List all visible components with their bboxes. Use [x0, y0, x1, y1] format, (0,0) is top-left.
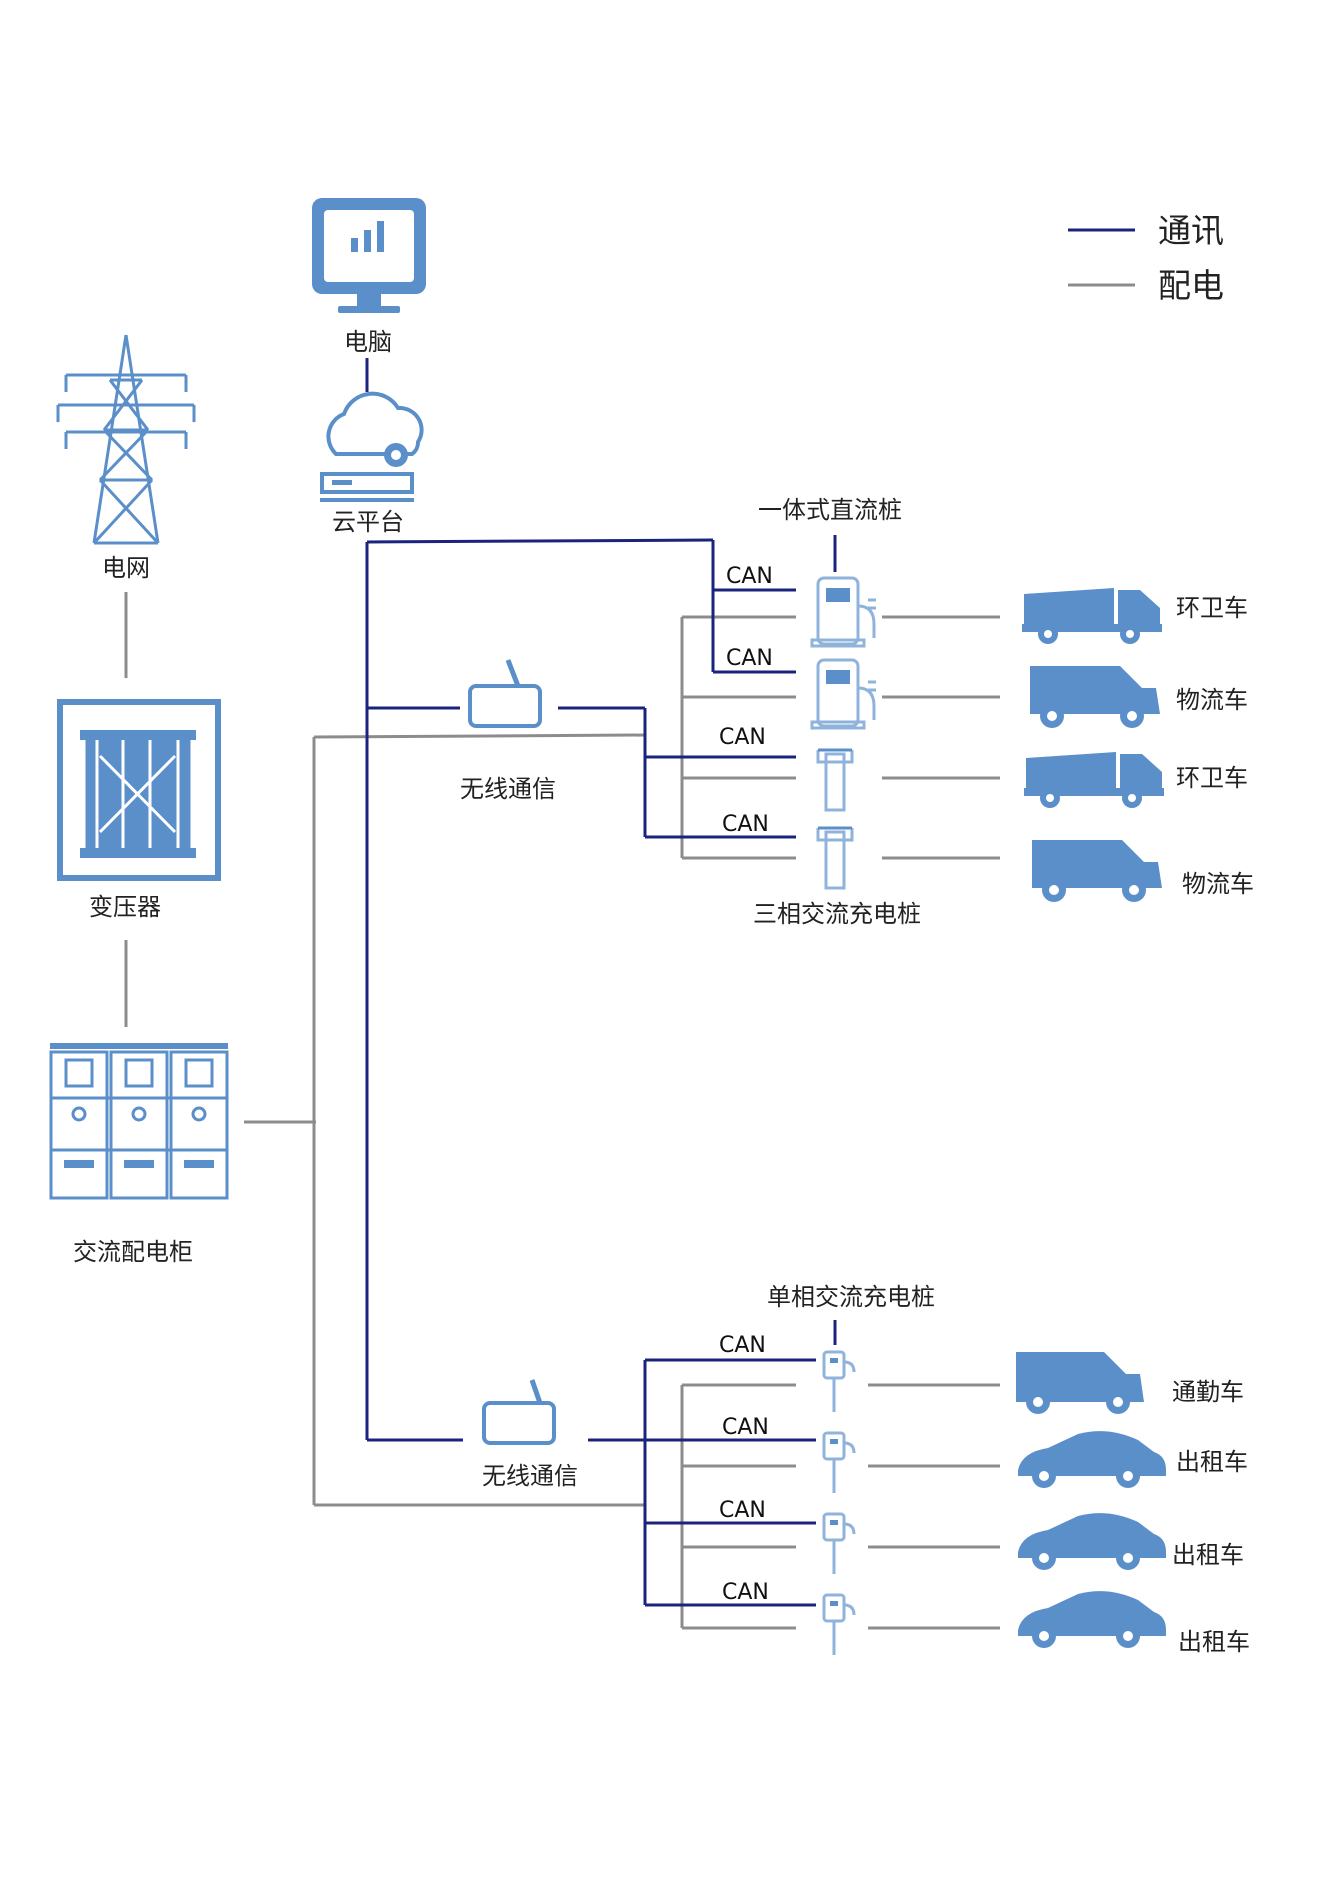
power-tower-icon — [56, 334, 196, 545]
transformer-label: 变压器 — [89, 893, 161, 921]
logistics-van-icon — [1030, 666, 1160, 728]
vehicle-label: 出租车 — [1172, 1541, 1244, 1569]
legend-communication-label: 通讯 — [1158, 211, 1224, 250]
dc-charger-icon — [810, 576, 876, 648]
transformer-icon — [57, 699, 221, 881]
three-phase-group-label: 三相交流充电桩 — [753, 900, 921, 928]
communication-lines — [365, 358, 837, 1607]
ac-cabinet-label: 交流配电柜 — [73, 1238, 193, 1266]
wireless-module-icon — [468, 659, 542, 728]
vehicle-label: 物流车 — [1176, 686, 1248, 714]
can-label: CAN — [719, 1498, 766, 1523]
legend-power-label: 配电 — [1158, 266, 1224, 305]
wireless-module-icon — [482, 1379, 556, 1445]
dc-charger-icon — [810, 658, 876, 730]
can-label: CAN — [726, 564, 773, 589]
sanitation-truck-icon — [1024, 752, 1164, 808]
wireless-bottom-label: 无线通信 — [482, 1462, 578, 1490]
three-phase-ac-charger-icon — [816, 748, 854, 812]
ac-cabinet-icon — [49, 1043, 229, 1200]
three-phase-ac-charger-icon — [816, 826, 854, 890]
legend: 通讯 配电 — [1068, 211, 1224, 305]
cloud-platform-icon — [320, 391, 424, 502]
can-label: CAN — [722, 812, 769, 837]
vehicle-label: 出租车 — [1176, 1448, 1248, 1476]
can-label: CAN — [726, 646, 773, 671]
vehicle-label: 环卫车 — [1176, 764, 1248, 792]
logistics-van-icon — [1032, 840, 1162, 902]
single-phase-ac-charger-icon — [822, 1512, 856, 1574]
can-label: CAN — [719, 1333, 766, 1358]
commuter-van-icon — [1016, 1352, 1144, 1414]
can-labels: CAN CAN CAN CAN CAN CAN CAN CAN — [719, 564, 773, 1605]
vehicle-label: 出租车 — [1178, 1628, 1250, 1656]
taxi-car-icon — [1018, 1591, 1166, 1648]
vehicle-label: 通勤车 — [1172, 1378, 1244, 1406]
single-phase-ac-charger-icon — [822, 1593, 856, 1655]
cloud-platform-label: 云平台 — [332, 508, 404, 536]
wireless-top-label: 无线通信 — [460, 775, 556, 803]
power-lines — [124, 592, 1000, 1630]
can-label: CAN — [719, 725, 766, 750]
single-phase-group-label: 单相交流充电桩 — [767, 1283, 935, 1311]
can-label: CAN — [722, 1580, 769, 1605]
computer-label: 电脑 — [344, 328, 392, 356]
vehicle-label: 环卫车 — [1176, 594, 1248, 622]
can-label: CAN — [722, 1415, 769, 1440]
dc-pile-group-label: 一体式直流桩 — [758, 496, 902, 524]
grid-label: 电网 — [102, 554, 150, 582]
taxi-car-icon — [1018, 1513, 1166, 1570]
taxi-car-icon — [1018, 1431, 1166, 1488]
single-phase-ac-charger-icon — [822, 1350, 856, 1412]
sanitation-truck-icon — [1022, 588, 1162, 644]
single-phase-ac-charger-icon — [822, 1431, 856, 1493]
vehicle-label: 物流车 — [1182, 870, 1254, 898]
computer-monitor-icon — [312, 198, 426, 313]
